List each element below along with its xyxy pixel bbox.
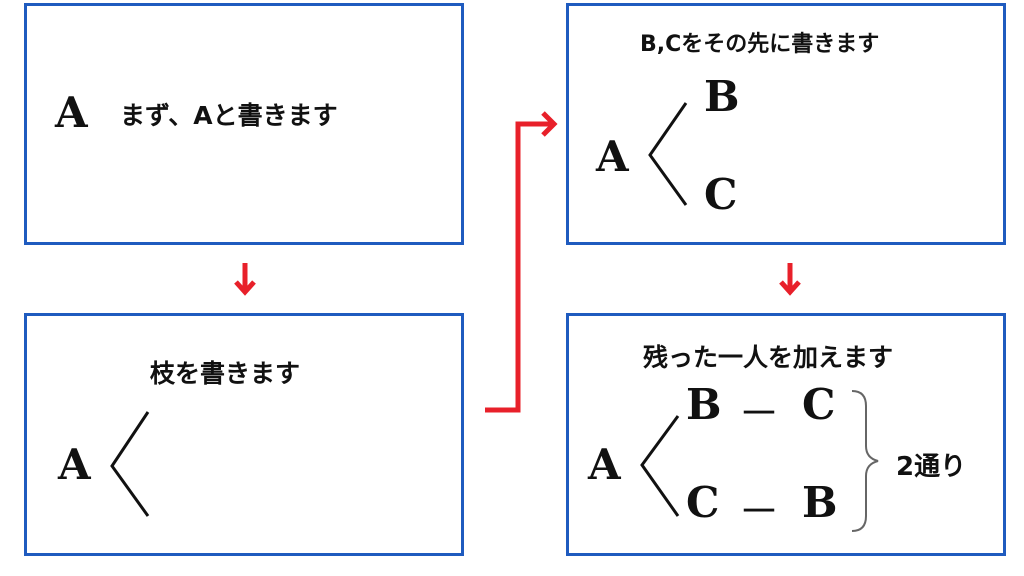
step-1-caption: まず、Aと書きます <box>120 101 338 130</box>
branch-step-2 <box>110 411 150 517</box>
step-2-box <box>24 313 464 556</box>
step-3-branch-c: C <box>704 170 738 219</box>
arrow-down-2 <box>779 263 801 296</box>
step-3-branch-b: B <box>704 72 740 121</box>
step-3-box <box>566 3 1006 245</box>
step-4-row-2-first: C <box>686 478 720 527</box>
brace <box>851 390 879 532</box>
step-4-row-2-second: B <box>802 478 838 527</box>
step-1-box <box>24 3 464 245</box>
step-3-caption: B,Cをその先に書きます <box>640 32 880 57</box>
step-2-root-letter: A <box>58 440 91 489</box>
step-1-root-letter: A <box>55 88 88 137</box>
step-4-row-1-first: B <box>686 380 722 429</box>
step-4-result: 2通り <box>896 452 967 482</box>
step-4-root-letter: A <box>588 440 621 489</box>
step-4-row-1-dash: － <box>738 389 781 438</box>
step-2-caption: 枝を書きます <box>150 359 301 388</box>
arrow-step2-to-step3 <box>485 111 558 413</box>
branch-step-3 <box>648 102 688 206</box>
step-4-row-2-dash: － <box>738 487 781 536</box>
arrow-down-1 <box>234 263 256 296</box>
step-3-root-letter: A <box>596 132 629 181</box>
step-4-row-1-second: C <box>802 380 836 429</box>
step-4-caption: 残った一人を加えます <box>643 343 894 372</box>
branch-step-4 <box>640 415 680 517</box>
step-4-box <box>566 313 1006 556</box>
